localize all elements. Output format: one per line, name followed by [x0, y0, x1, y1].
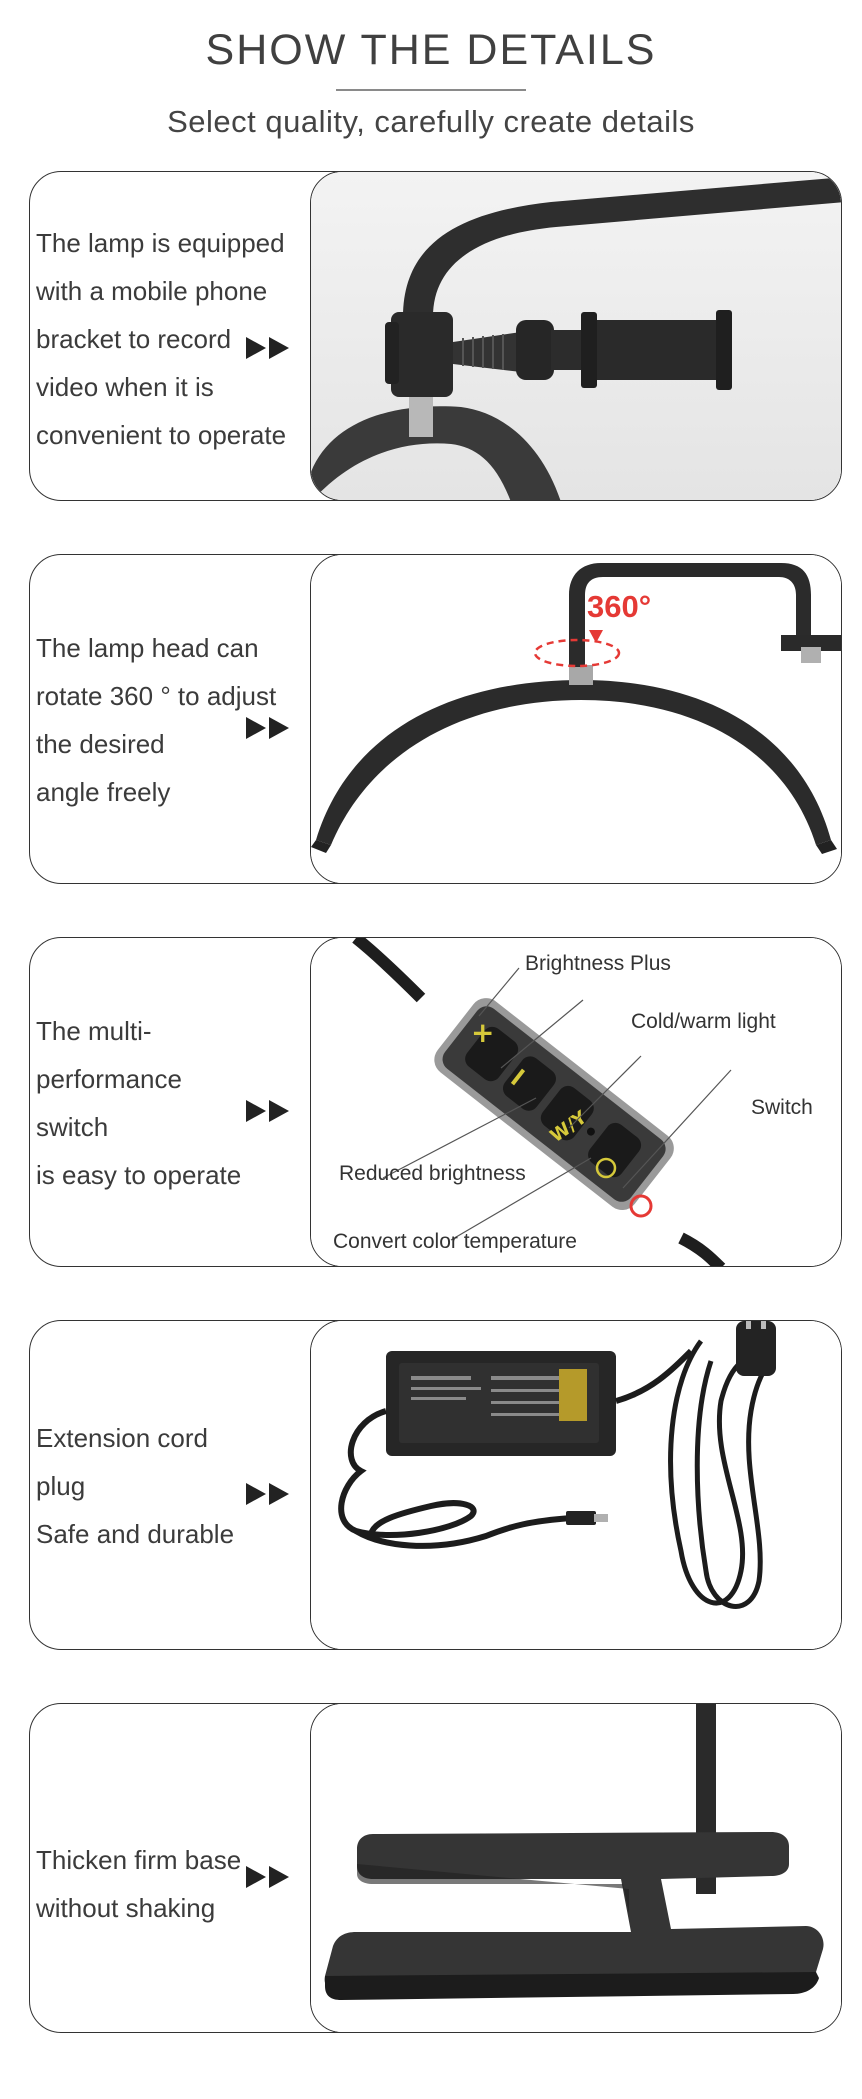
- feature-text-line: The lamp is equipped: [36, 228, 285, 258]
- feature-text-line: angle freely: [36, 777, 171, 807]
- feature-text-line: video when it is: [36, 372, 214, 402]
- callout-brightness-plus: Brightness Plus: [525, 951, 671, 975]
- rotating-head-photo: 360°: [310, 555, 841, 883]
- feature-text-line: rotate 360 ° to adjust: [36, 681, 277, 711]
- feature-text-line: bracket to record: [36, 324, 232, 354]
- feature-card-controller: The multi- performance switch is easy to…: [29, 937, 842, 1267]
- feature-text-line: without shaking: [36, 1893, 216, 1923]
- callout-switch: Switch: [751, 1095, 813, 1119]
- feature-card-phone-bracket: The lamp is equipped with a mobile phone…: [29, 171, 842, 501]
- feature-text-line: the desired: [36, 729, 165, 759]
- page-header: SHOW THE DETAILS Select quality, careful…: [0, 0, 862, 170]
- callout-reduced-brightness: Reduced brightness: [339, 1161, 526, 1185]
- phone-bracket-photo: [310, 172, 841, 500]
- rotation-badge: 360°: [587, 588, 652, 624]
- callout-convert-color-temperature: Convert color temperature: [333, 1229, 577, 1253]
- feature-text-line: convenient to operate: [36, 420, 287, 450]
- feature-text: The multi- performance switch is easy to…: [36, 1007, 336, 1199]
- feature-text-line: with a mobile phone: [36, 276, 268, 306]
- feature-text-line: is easy to operate: [36, 1160, 242, 1190]
- double-arrow-icon: [246, 1866, 289, 1888]
- svg-text:+: +: [471, 1016, 494, 1049]
- double-arrow-icon: [246, 1483, 289, 1505]
- feature-text-line: Extension cord: [36, 1423, 208, 1453]
- callout-cold-warm-light: Cold/warm light: [631, 1009, 776, 1033]
- page-subtitle: Select quality, carefully create details: [167, 104, 695, 139]
- feature-text-line: plug: [36, 1471, 86, 1501]
- feature-text: Extension cord plug Safe and durable: [36, 1414, 336, 1558]
- feature-text: Thicken firm base without shaking: [36, 1836, 336, 1932]
- feature-text-line: performance: [36, 1064, 182, 1094]
- feature-card-base: Thicken firm base without shaking: [29, 1703, 842, 2033]
- title-divider: [336, 89, 526, 91]
- feature-card-rotating-head: The lamp head can rotate 360 ° to adjust…: [29, 554, 842, 884]
- feature-text-line: Thicken firm base: [36, 1845, 242, 1875]
- double-arrow-icon: [246, 1100, 289, 1122]
- feature-text-line: The multi-: [36, 1016, 152, 1046]
- feature-card-power-adapter: Extension cord plug Safe and durable: [29, 1320, 842, 1650]
- feature-text: The lamp is equipped with a mobile phone…: [36, 219, 336, 459]
- double-arrow-icon: [246, 717, 289, 739]
- page-title: SHOW THE DETAILS: [205, 26, 657, 74]
- feature-text-line: The lamp head can: [36, 633, 259, 663]
- feature-text-line: switch: [36, 1112, 109, 1142]
- controller-photo: + W/Y Brightness Plus Cold/warm light Sw…: [310, 938, 841, 1266]
- double-arrow-icon: [246, 337, 289, 359]
- feature-text: The lamp head can rotate 360 ° to adjust…: [36, 624, 336, 816]
- power-adapter-photo: [310, 1321, 841, 1649]
- feature-text-line: Safe and durable: [36, 1519, 235, 1549]
- base-photo: [310, 1704, 841, 2032]
